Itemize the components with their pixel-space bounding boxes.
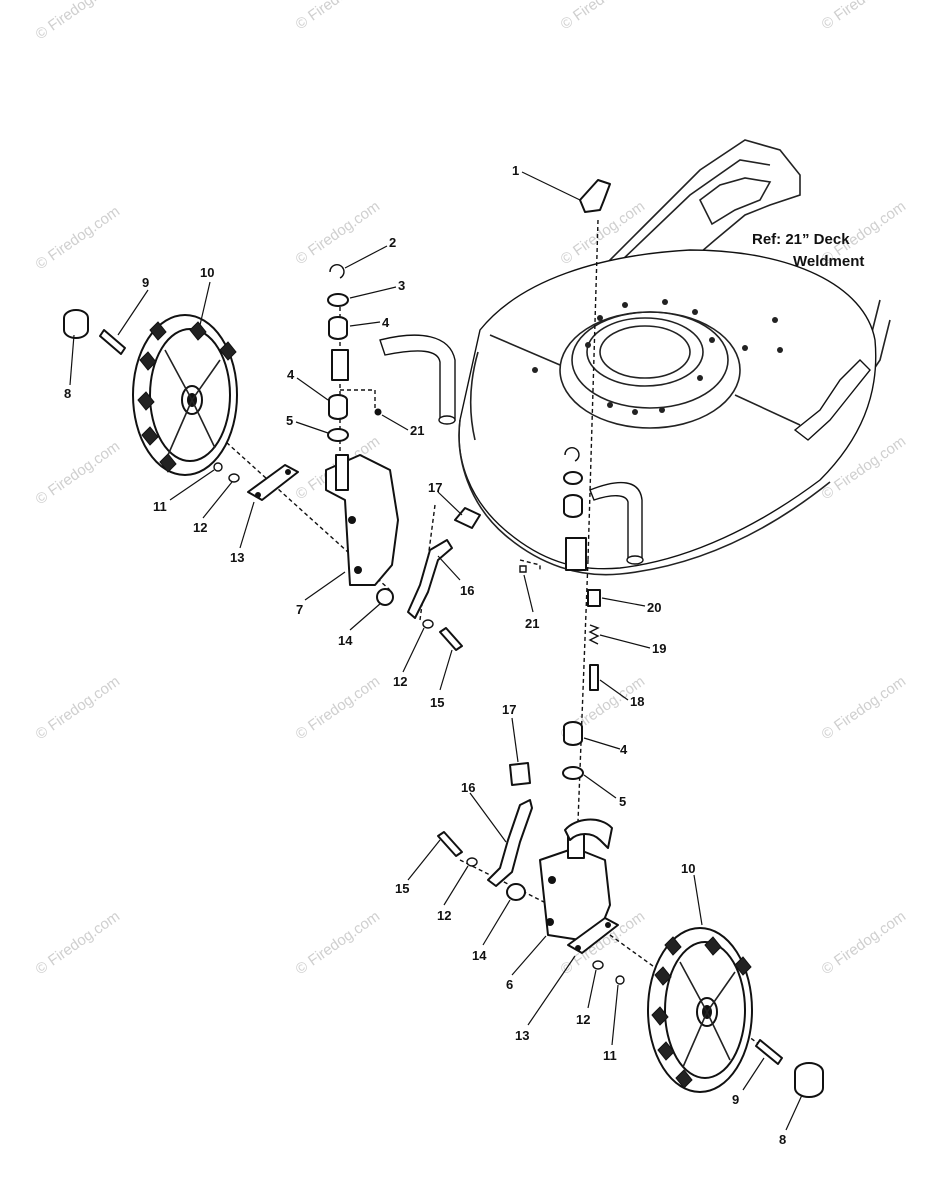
- callout-14: 14: [472, 948, 487, 963]
- reference-note-line1: Ref: 21” Deck: [752, 231, 850, 248]
- callout-6: 6: [506, 977, 513, 992]
- watermark-text: © Firedog.com: [33, 673, 124, 743]
- callout-11: 11: [153, 499, 167, 514]
- callout-16: 16: [461, 780, 475, 795]
- callout-labels: 1 2 3 4 4 4 5 5 6 7 8 8 9 9 10 10 11 11 …: [64, 163, 786, 1147]
- callout-16: 16: [460, 583, 474, 598]
- callout-13: 13: [230, 550, 244, 565]
- rear-wheel-right: [647, 927, 753, 1093]
- callout-7: 7: [296, 602, 303, 617]
- watermark-text: © Firedog.com: [33, 908, 124, 978]
- watermark-text: © Firedog.com: [33, 438, 124, 508]
- callout-11: 11: [603, 1048, 617, 1063]
- callout-9: 9: [732, 1092, 739, 1107]
- callout-4: 4: [382, 315, 390, 330]
- watermark-text: © Firedog.com: [293, 673, 384, 743]
- callout-3: 3: [398, 278, 405, 293]
- callout-8: 8: [64, 386, 71, 401]
- rear-wheel-left: [132, 314, 238, 476]
- callout-4: 4: [287, 367, 295, 382]
- watermark-text: © Firedog.com: [33, 0, 124, 43]
- callout-15: 15: [430, 695, 444, 710]
- callout-5: 5: [619, 794, 626, 809]
- watermark-text: © Firedog.com: [558, 0, 649, 33]
- callout-1: 1: [512, 163, 519, 178]
- watermark-text: © Firedog.com: [293, 0, 384, 33]
- callout-12: 12: [193, 520, 207, 535]
- watermark-text: © Firedog.com: [819, 673, 910, 743]
- deck-weldment: [379, 139, 891, 576]
- watermark-text: © Firedog.com: [33, 203, 124, 273]
- callout-4: 4: [620, 742, 628, 757]
- callout-2: 2: [389, 235, 396, 250]
- watermark-text: © Firedog.com: [293, 908, 384, 978]
- callout-9: 9: [142, 275, 149, 290]
- reference-note: Ref: 21” Deck Weldment: [752, 231, 864, 270]
- watermark-text: © Firedog.com: [819, 0, 910, 33]
- callout-12: 12: [393, 674, 407, 689]
- callout-12: 12: [437, 908, 451, 923]
- callout-10: 10: [681, 861, 695, 876]
- callout-8: 8: [779, 1132, 786, 1147]
- callout-13: 13: [515, 1028, 529, 1043]
- callout-17: 17: [428, 480, 442, 495]
- watermark-text: © Firedog.com: [819, 908, 910, 978]
- callout-10: 10: [200, 265, 214, 280]
- callout-18: 18: [630, 694, 644, 709]
- callout-14: 14: [338, 633, 353, 648]
- leader-lines: [69, 171, 803, 1131]
- callout-5: 5: [286, 413, 293, 428]
- callout-19: 19: [652, 641, 666, 656]
- callout-15: 15: [395, 881, 409, 896]
- callout-21: 21: [410, 423, 424, 438]
- small-parts: [63, 179, 824, 1098]
- callout-21: 21: [525, 616, 539, 631]
- watermark-text: © Firedog.com: [293, 198, 384, 268]
- callout-12: 12: [576, 1012, 590, 1027]
- callout-20: 20: [647, 600, 661, 615]
- reference-note-line2: Weldment: [793, 253, 864, 270]
- callout-17: 17: [502, 702, 516, 717]
